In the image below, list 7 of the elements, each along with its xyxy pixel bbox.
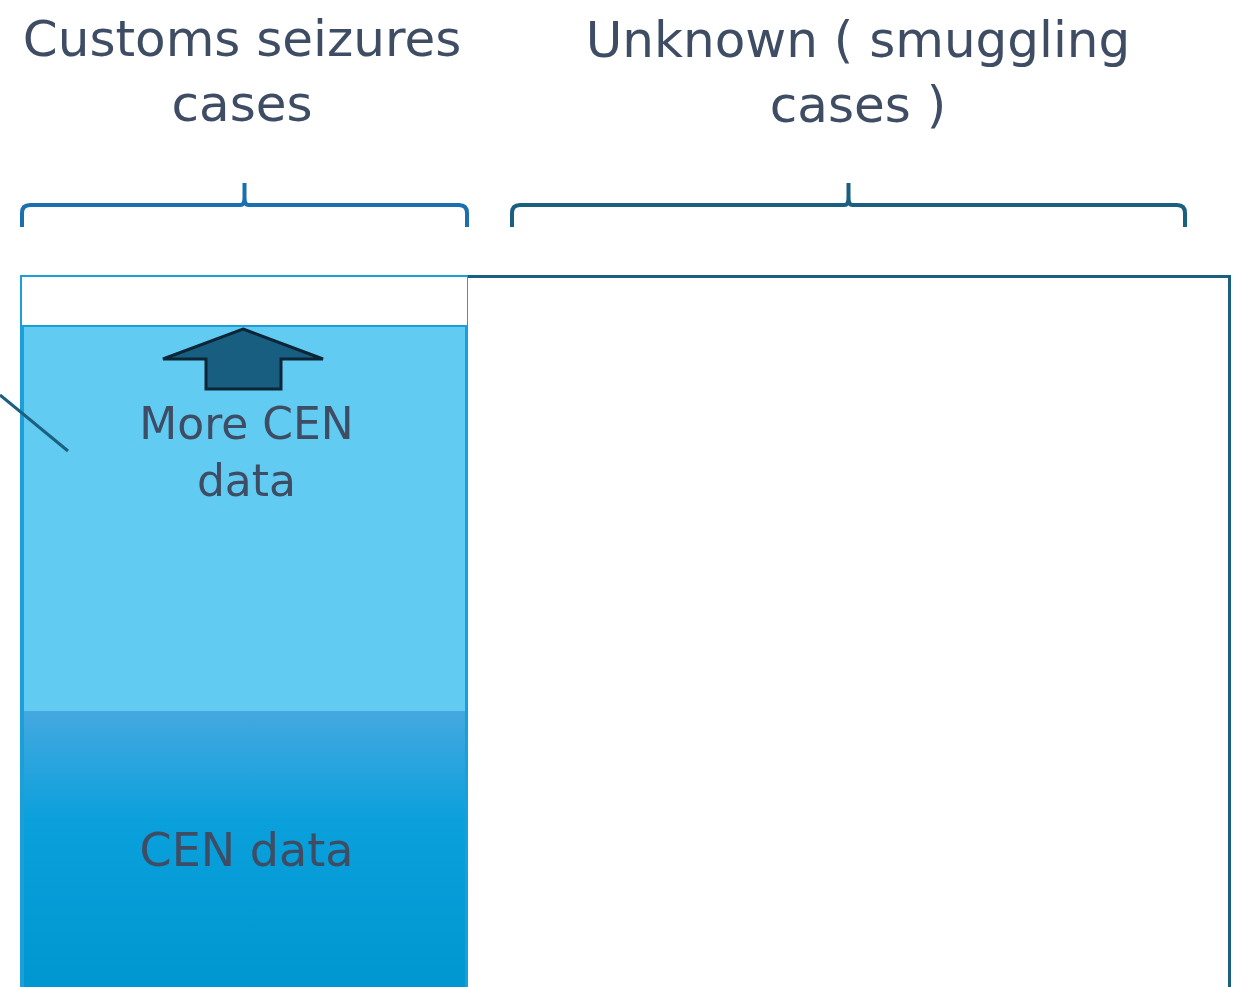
leader-line — [0, 393, 69, 453]
segment-label: CEN data — [138, 822, 355, 879]
column-heading: Customs seizures cases — [21, 9, 463, 135]
data-segment — [22, 325, 467, 713]
segment-label: More CEN data — [138, 397, 355, 509]
region-heading: Unknown ( smuggling cases ) — [584, 10, 1132, 136]
data-segment — [22, 711, 467, 987]
